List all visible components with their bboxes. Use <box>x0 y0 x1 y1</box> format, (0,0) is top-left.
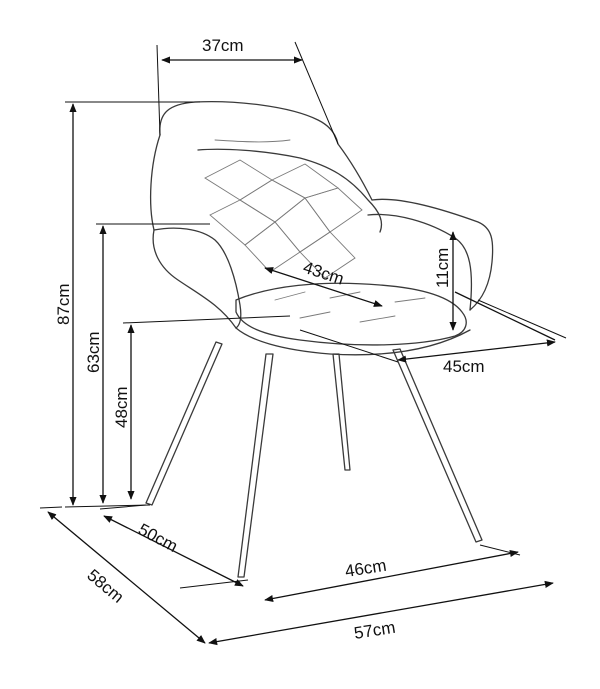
seat-cushion <box>235 282 467 346</box>
back-center-leg <box>332 353 351 471</box>
label-seat-height: 48cm <box>112 386 131 428</box>
seat-base <box>235 327 471 356</box>
tufting-pattern <box>204 159 363 279</box>
left-armrest <box>153 227 242 329</box>
label-leg-base-depth: 50cm <box>135 520 181 556</box>
back-right-leg <box>392 348 483 543</box>
dim-line-leg-width <box>264 549 519 603</box>
front-center-leg <box>237 353 274 578</box>
front-left-leg <box>145 341 223 506</box>
dim-line-overall-depth <box>47 511 206 644</box>
dimension-lines <box>39 41 567 646</box>
label-seat-width: 45cm <box>443 357 485 376</box>
label-overall-depth: 58cm <box>83 566 127 607</box>
chair-sketch <box>145 101 494 578</box>
label-overall-width: 57cm <box>353 618 397 643</box>
label-leg-base-width: 46cm <box>344 556 388 581</box>
backrest-seam <box>214 139 291 143</box>
dim-line-seat-depth <box>264 267 383 307</box>
right-armrest <box>371 198 494 311</box>
dim-line-overall-width <box>208 580 554 646</box>
label-total-height: 87cm <box>54 283 73 325</box>
dimension-labels: 37cm 87cm 63cm 48cm 11cm 43cm 45cm 50cm … <box>54 36 485 643</box>
chair-legs <box>145 341 483 578</box>
seat-tufts <box>274 291 426 323</box>
label-armrest-height: 63cm <box>84 331 103 373</box>
label-backrest-top-width: 37cm <box>202 36 244 55</box>
backrest-left-edge <box>149 134 161 231</box>
dim-line-seat-width-diag <box>454 291 556 341</box>
dim-line-seat-width <box>397 339 556 363</box>
left-armrest-front <box>152 229 237 329</box>
right-armrest-inner <box>367 213 473 311</box>
label-armrest-thickness: 11cm <box>433 248 452 288</box>
backrest-outline <box>159 101 373 201</box>
back-cushion <box>197 148 383 233</box>
